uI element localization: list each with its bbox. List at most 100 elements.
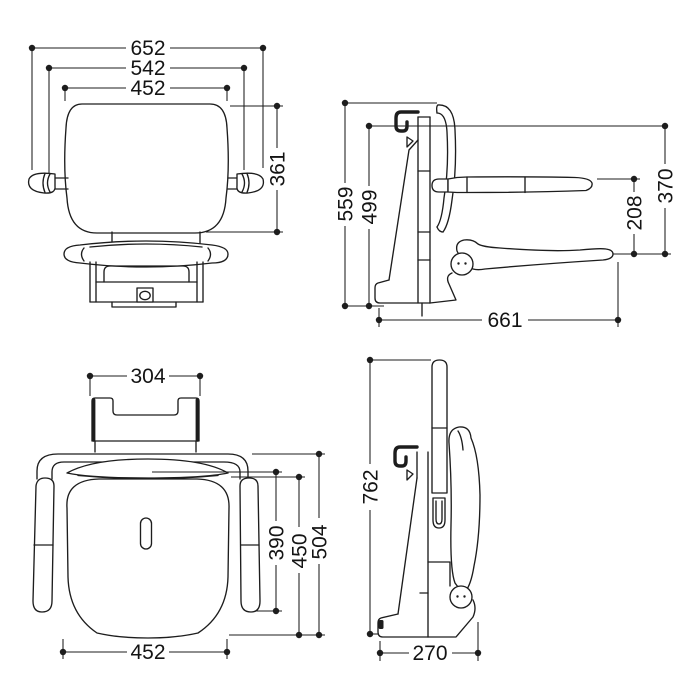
side-wall-plate (374, 110, 431, 317)
dim-folded-height: 762 (360, 356, 431, 638)
dim-side-armrest-height: 370 (655, 122, 678, 258)
knob-arc (42, 172, 46, 194)
seat-folded-profile (448, 426, 481, 593)
dim-folded-depth: 270 (376, 622, 482, 665)
tube-outer (36, 453, 249, 480)
armrest-knob (27, 172, 56, 194)
dim-label-backrest-width: 452 (130, 77, 165, 100)
backrest-inner-curve (436, 112, 449, 228)
top-seat-surface (66, 478, 230, 639)
side-armrest (431, 176, 593, 194)
bracket-outline (91, 397, 200, 442)
side-view-open: 559 499 370 208 (335, 99, 678, 332)
hinge-circle (450, 252, 474, 276)
bracket-base-plate (111, 301, 177, 308)
dim-label-armrest-depth: 390 (266, 525, 289, 560)
side-seat (429, 239, 614, 304)
latch-knob (139, 290, 151, 301)
armrest-knob (236, 172, 265, 194)
front-view: 652 542 452 (27, 37, 290, 308)
knob-arc (246, 172, 250, 194)
folded-armrest-end (432, 497, 446, 529)
hinge-pin-dot (456, 595, 459, 598)
dim-top-seat-width: 452 (59, 639, 231, 664)
foot-pad (378, 620, 384, 629)
dim-side-overall-depth: 661 (375, 262, 622, 332)
armrest-right-front (227, 172, 265, 194)
dim-top-overall-depth: 504 (229, 450, 332, 639)
dim-label-backrest-height: 361 (267, 151, 290, 186)
dim-front-backrest-height: 361 (206, 102, 290, 236)
plate-foot (377, 613, 429, 638)
top-view: 304 (32, 365, 332, 664)
hinge-pin-dot (464, 262, 467, 265)
dim-top-seat-depth: 450 (231, 473, 312, 639)
dim-label-seat-depth: 450 (289, 533, 312, 568)
dim-label-overall-depth: 661 (487, 309, 522, 332)
dim-label-overall-width: 652 (130, 37, 165, 60)
hinge-circle (449, 585, 473, 609)
dish-outline (63, 240, 229, 268)
folded-wall-plate (377, 445, 429, 638)
seat-lower-bracket (427, 599, 476, 638)
dim-label-overall-height: 559 (335, 186, 358, 221)
dim-label-seat-width: 452 (130, 641, 165, 664)
dim-label-armrest-width: 542 (130, 57, 165, 80)
top-armrest-pad-left (32, 477, 55, 613)
dim-label-folded-depth: 270 (412, 642, 447, 665)
seat-support-gusset (429, 272, 457, 304)
armrest-profile (447, 176, 593, 194)
bracket-inner (103, 265, 190, 283)
dim-front-backrest-width: 452 (61, 77, 231, 101)
wall-hook (394, 110, 420, 133)
seat-surface-line (457, 430, 464, 451)
folded-seat (427, 426, 481, 638)
backrest-outer-curve (437, 104, 457, 233)
hook-tooth (406, 136, 414, 148)
dim-label-armrest-height: 370 (655, 168, 678, 203)
hinge-pin-dot (463, 595, 466, 598)
backrest-capsule (431, 359, 448, 494)
dim-label-bracket-height: 499 (359, 189, 382, 224)
seat-front-dish (63, 240, 229, 268)
dim-label-folded-height: 762 (360, 469, 383, 504)
knob-arc (46, 173, 51, 193)
top-wall-bracket (91, 397, 200, 453)
plate-gusset-edge (388, 139, 419, 281)
dim-front-overall-width: 652 (28, 37, 267, 170)
plate-foot (374, 279, 431, 304)
armrest-left-front (27, 172, 69, 194)
seat-profile (455, 239, 614, 271)
dish-inner-arc (89, 243, 203, 248)
dim-label-armrest-to-seat: 208 (624, 195, 647, 230)
top-armrest-pad-right (239, 477, 261, 613)
hook-tooth (406, 469, 414, 481)
seat-step-bracket (427, 561, 451, 587)
armrest-inner (435, 500, 443, 525)
dim-front-armrest-width: 542 (45, 57, 248, 173)
dim-label-overall-depth: 504 (309, 524, 332, 559)
hinge-pin-dot (457, 262, 460, 265)
wall-hook (393, 445, 419, 468)
side-backrest-bar (435, 104, 457, 233)
knob-arc (241, 173, 246, 193)
dim-label-bracket-width: 304 (130, 365, 165, 388)
dim-side-armrest-to-seat: 208 (597, 175, 671, 258)
side-view-folded: 762 270 (360, 356, 482, 665)
dim-top-armrest-depth: 390 (152, 468, 289, 615)
folded-backrest-bar (431, 359, 448, 494)
seat-drain-slot (139, 517, 153, 550)
plate-gusset-edge (397, 477, 418, 615)
dim-side-overall-height: 559 (335, 99, 437, 310)
front-mounting-bracket (89, 261, 204, 308)
backrest-front-outline (64, 103, 229, 234)
dim-dot (365, 302, 373, 310)
dim-dot (661, 122, 669, 130)
backrest-bottom-cap (436, 226, 444, 233)
armrest-pivot (431, 178, 449, 193)
backrest-top-cap (435, 104, 439, 114)
dim-top-bracket-width: 304 (86, 365, 204, 396)
dish-bulb-arc (207, 247, 212, 262)
